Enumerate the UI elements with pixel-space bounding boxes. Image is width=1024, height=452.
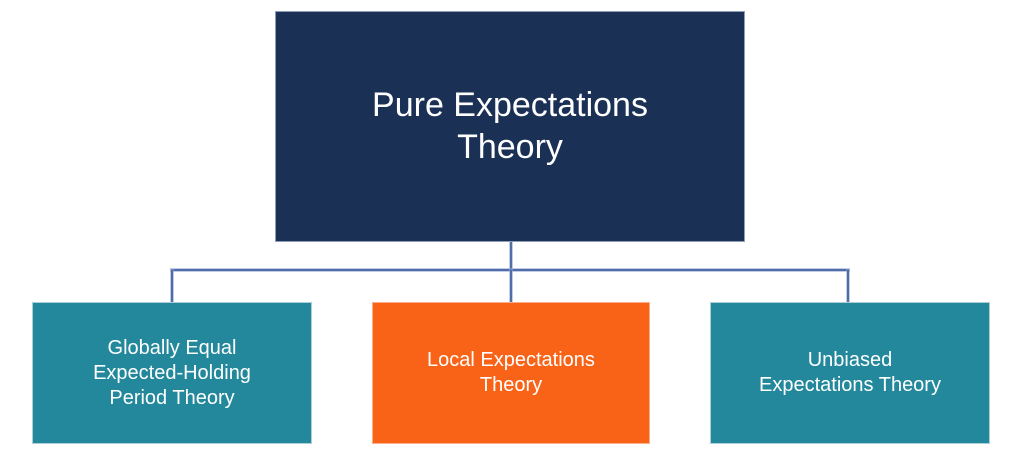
node-label-line: Pure Expectations	[372, 86, 648, 125]
node-label-line: Local Expectations	[427, 349, 595, 371]
node-label-line: Theory	[479, 374, 543, 396]
node-pure-expectations-theory: Pure Expectations Theory	[275, 11, 745, 242]
connector-root-stem	[510, 242, 512, 270]
node-label-line: Expectations Theory	[759, 374, 941, 396]
connector-drop-center	[510, 270, 512, 302]
node-unbiased-expectations-theory: Unbiased Expectations Theory	[710, 302, 990, 444]
node-label-line: Period Theory	[109, 386, 235, 409]
node-local-expectations-theory: Local Expectations Theory	[372, 302, 650, 444]
node-label-line: Globally Equal	[107, 336, 237, 359]
connector-drop-left	[171, 270, 173, 302]
node-globally-equal-expected-holding-period-theory: Globally Equal Expected-Holding Period T…	[32, 302, 312, 444]
node-label-line: Unbiased	[807, 349, 893, 371]
connector-drop-right	[847, 270, 849, 302]
node-label-line: Theory	[457, 127, 563, 166]
node-label-line: Expected-Holding	[93, 361, 251, 384]
